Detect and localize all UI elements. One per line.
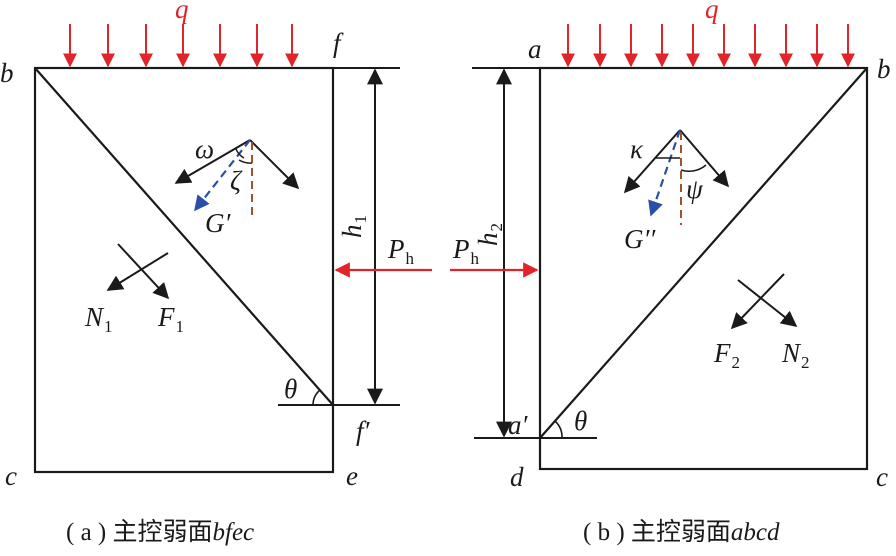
panel-b: q a b a′ d c h2 Ph κ ψ G′′ F2 N2 θ ( b )… — [450, 0, 891, 546]
load-label-a: q — [175, 0, 189, 24]
height-label-h1: h1 — [337, 215, 370, 238]
caption-b: ( b ) 主控弱面abcd — [583, 518, 780, 546]
corner-b-b: b — [877, 54, 891, 84]
reaction-arrows-b — [730, 273, 798, 330]
corner-a-prime: a′ — [508, 410, 529, 440]
sliding-plane-a — [34, 67, 334, 406]
distributed-load-a — [63, 24, 299, 68]
height-label-h2: h2 — [473, 223, 506, 246]
force-group-b — [623, 129, 730, 225]
corner-c-b: c — [876, 462, 888, 492]
gravity-label-a: G′ — [205, 208, 231, 238]
corner-e: e — [346, 461, 358, 491]
caption-a: ( a ) 主控弱面bfec — [66, 518, 254, 546]
force-label-ph-b: Ph — [452, 234, 480, 268]
theta-label-b: θ — [574, 406, 587, 436]
reaction-arrows-a — [106, 243, 170, 300]
theta-arc-b — [554, 420, 563, 439]
theta-arc-a — [312, 389, 321, 406]
sliding-plane-b — [539, 67, 868, 439]
force-group-a — [174, 139, 300, 218]
force-label-ph-a: Ph — [387, 234, 415, 268]
friction-label-f1: F1 — [157, 302, 184, 336]
gravity-label-b: G′′ — [624, 224, 656, 254]
corner-b-a: b — [0, 58, 14, 88]
corner-f-prime: f′ — [356, 416, 371, 446]
angle-omega: ω — [195, 134, 214, 164]
corner-f: f — [333, 28, 344, 58]
normal-label-n1: N1 — [84, 302, 113, 336]
load-label-b: q — [705, 0, 719, 24]
corner-c-a: c — [5, 461, 17, 491]
block-a-outline — [33, 66, 335, 474]
panel-a: q b f c e f′ h1 Ph ω ζ G′ N1 F1 θ ( a ) … — [0, 0, 432, 546]
distributed-load-b — [561, 24, 855, 68]
corner-a: a — [528, 34, 542, 64]
corner-d: d — [510, 462, 524, 492]
normal-label-n2: N2 — [781, 338, 810, 372]
block-b-outline — [538, 66, 869, 471]
angle-psi: ψ — [686, 174, 704, 204]
angle-kappa: κ — [630, 134, 644, 164]
theta-label-a: θ — [284, 374, 297, 404]
friction-label-f2: F2 — [713, 338, 740, 372]
angle-zeta: ζ — [230, 166, 243, 196]
